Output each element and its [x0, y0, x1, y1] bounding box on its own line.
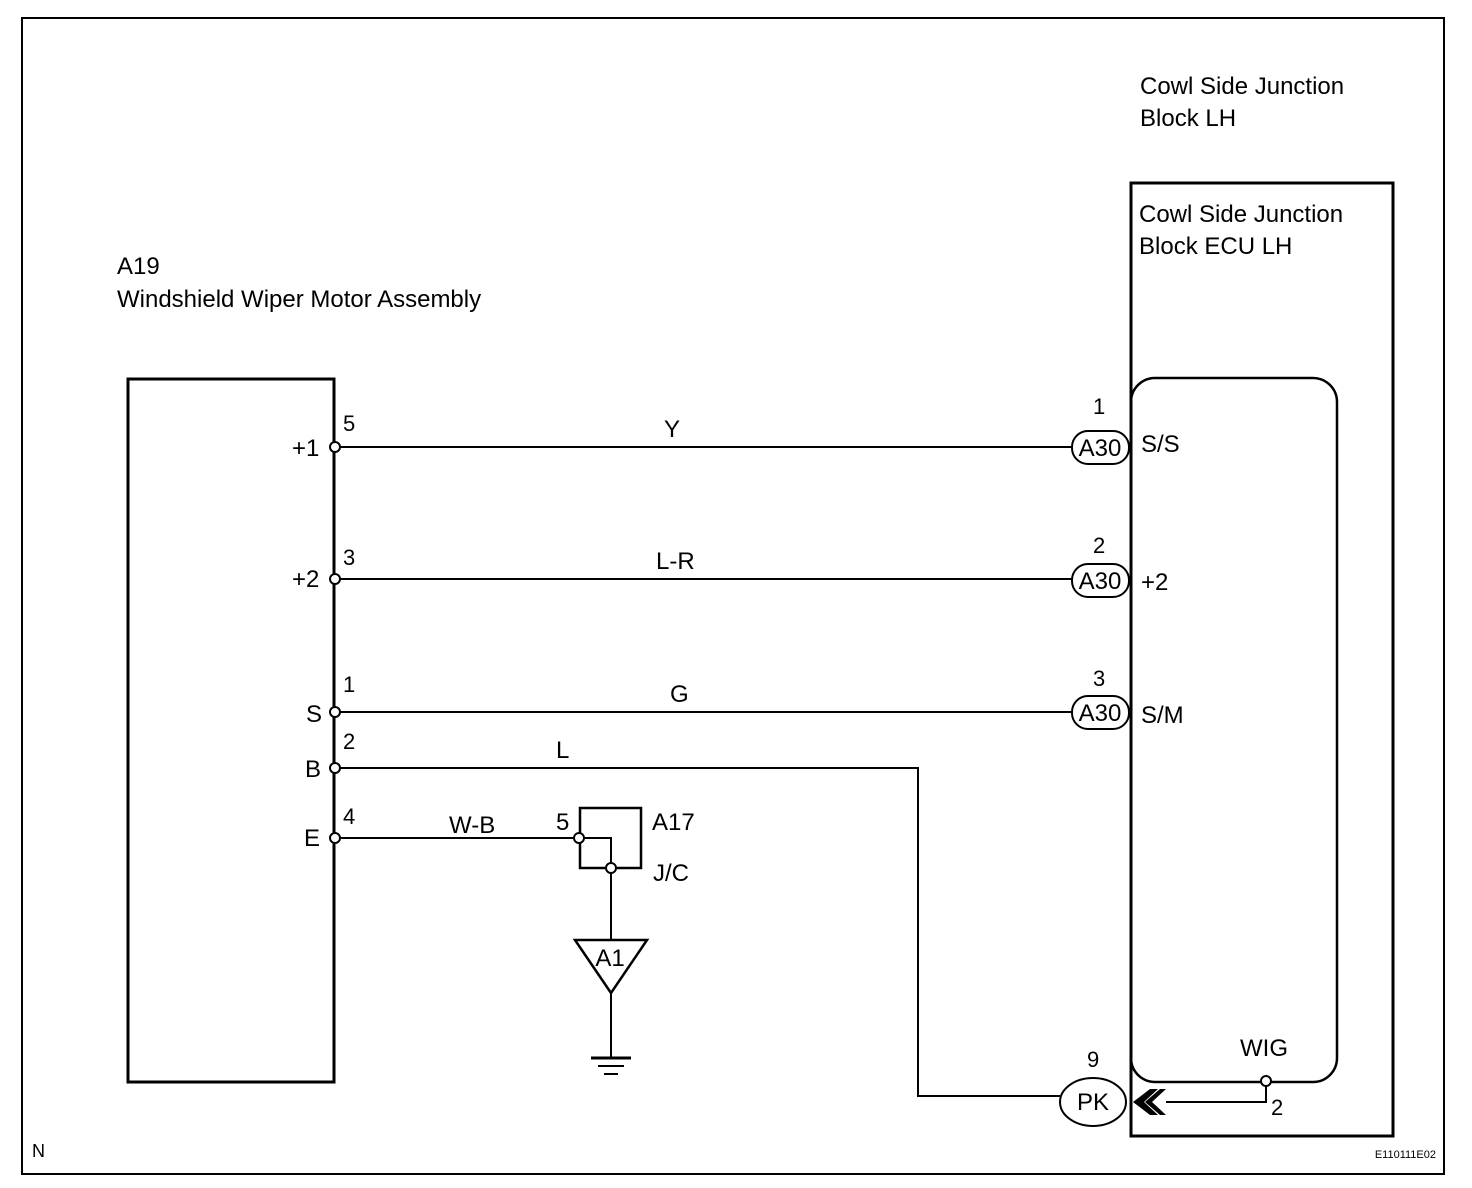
- wire-l-color: L: [556, 737, 569, 764]
- junction-label: J/C: [653, 860, 689, 887]
- figure-id: E110111E02: [1375, 1149, 1436, 1161]
- junction-pin-label: 5: [556, 809, 569, 836]
- motor-terminal-plus2-pin: 3: [343, 545, 355, 570]
- wire-y-color: Y: [664, 416, 680, 443]
- diagram-frame: [21, 17, 1445, 1175]
- ecu-box: [1129, 376, 1339, 1084]
- motor-terminal-plus2: [329, 573, 341, 585]
- junction-output-point: [605, 862, 617, 874]
- motor-terminal-b: [329, 762, 341, 774]
- motor-terminal-s: [329, 706, 341, 718]
- wire-g-color: G: [670, 681, 689, 708]
- connector-a30-1-pin: 1: [1093, 394, 1105, 419]
- motor-terminal-b-pin: 2: [343, 729, 355, 754]
- wire-l: [335, 767, 1060, 1097]
- motor-terminal-plus1-label: +1: [292, 435, 319, 462]
- wig-internal-wire: [1166, 1081, 1267, 1103]
- connector-pk-label: PK: [1077, 1089, 1109, 1116]
- ecu-terminal-ss: S/S: [1141, 431, 1180, 458]
- connector-a30-2-pin: 2: [1093, 533, 1105, 558]
- motor-terminal-b-label: B: [305, 756, 321, 783]
- connector-pk: [1059, 1077, 1127, 1127]
- motor-terminal-plus1: [329, 441, 341, 453]
- junction-block-title-line2: Block LH: [1140, 105, 1236, 132]
- footer-left-label: N: [32, 1141, 45, 1161]
- connector-a30-3-pin: 3: [1093, 666, 1105, 691]
- motor-terminal-plus2-label: +2: [292, 566, 319, 593]
- motor-terminal-e-label: E: [304, 825, 320, 852]
- ground-symbol-icon: [591, 1056, 631, 1075]
- ecu-terminal-sm: S/M: [1141, 702, 1184, 729]
- ecu-title-line1: Cowl Side Junction: [1139, 201, 1343, 228]
- motor-terminal-s-label: S: [306, 701, 322, 728]
- ecu-title-line2: Block ECU LH: [1139, 233, 1292, 260]
- motor-box: [126, 377, 336, 1084]
- ground-point-triangle-icon: [572, 938, 650, 996]
- ecu-terminal-wig: WIG: [1240, 1035, 1288, 1062]
- motor-terminal-plus1-pin: 5: [343, 411, 355, 436]
- motor-code: A19: [117, 253, 160, 280]
- wire-wb-color: W-B: [449, 812, 495, 839]
- connector-a30-1-label: A30: [1079, 435, 1122, 462]
- junction-pin-5: [573, 832, 585, 844]
- motor-terminal-e: [329, 832, 341, 844]
- ecu-terminal-plus2: +2: [1141, 569, 1168, 596]
- connector-a30-3-label: A30: [1079, 700, 1122, 727]
- connector-a30-2-label: A30: [1079, 568, 1122, 595]
- connector-a30-3: [1071, 695, 1130, 730]
- motor-name: Windshield Wiper Motor Assembly: [117, 286, 481, 313]
- junction-code: A17: [652, 809, 695, 836]
- motor-terminal-e-pin: 4: [343, 804, 355, 829]
- junction-block-title-line1: Cowl Side Junction: [1140, 73, 1344, 100]
- junction-internal-wire: [579, 837, 612, 868]
- connector-arrow-icon: [1133, 1089, 1166, 1115]
- ground-point-label: A1: [595, 945, 624, 972]
- ecu-terminal-wig-point: [1260, 1075, 1272, 1087]
- junction-block-box: [1129, 181, 1395, 1138]
- wire-lr-color: L-R: [656, 548, 695, 575]
- motor-terminal-s-pin: 1: [343, 672, 355, 697]
- connector-pk-pin: 9: [1087, 1047, 1099, 1072]
- ecu-terminal-wig-pin: 2: [1271, 1095, 1283, 1120]
- connector-a30-2: [1071, 563, 1130, 598]
- connector-a30-1: [1071, 430, 1130, 465]
